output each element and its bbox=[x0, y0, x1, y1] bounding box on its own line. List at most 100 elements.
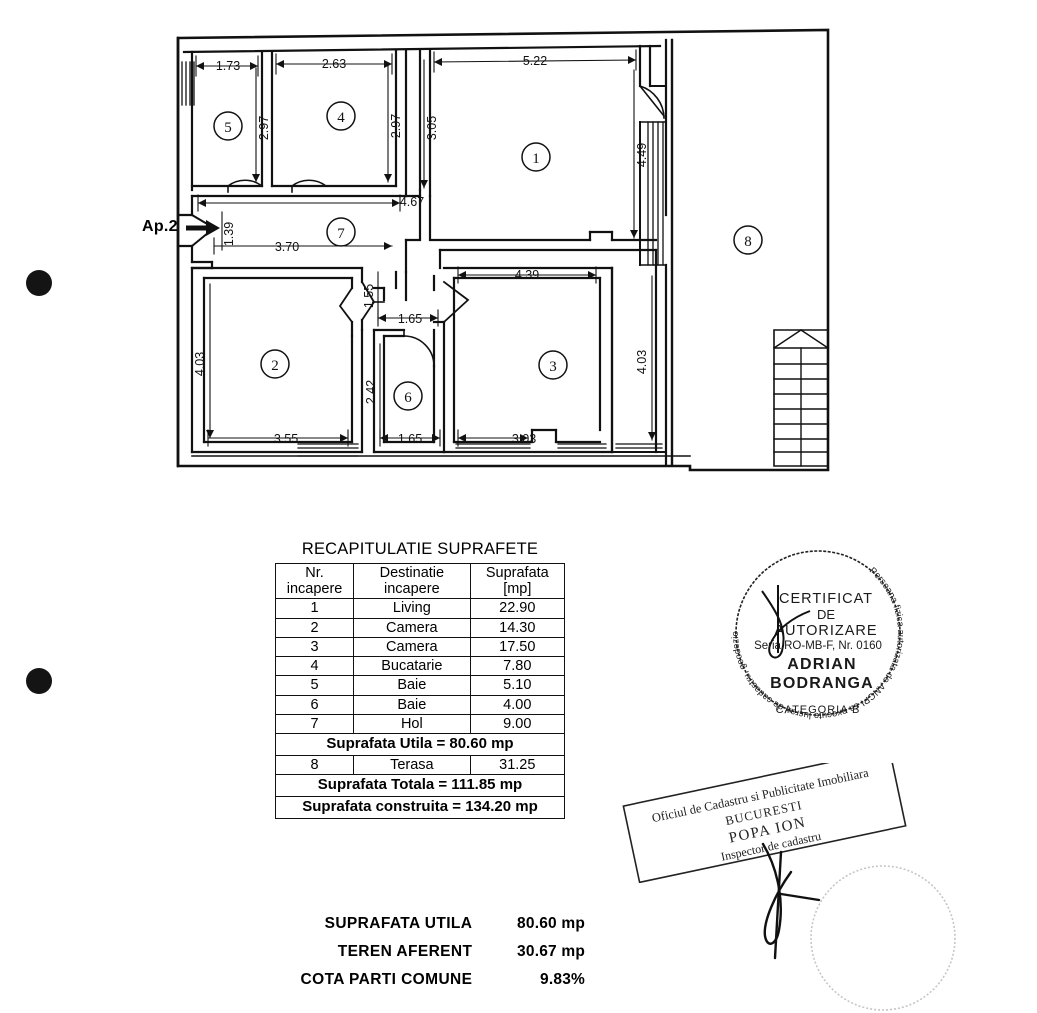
stamp-line-certificat: CERTIFICAT bbox=[779, 591, 873, 607]
room-number-3: 3 bbox=[549, 359, 557, 375]
stamp-line-categoria: CATEGORIA B bbox=[776, 704, 861, 716]
stamp-line-first-name: ADRIAN bbox=[787, 656, 856, 673]
cell-nr: 5 bbox=[274, 675, 355, 696]
room-number-2: 2 bbox=[271, 358, 279, 374]
cell-area: 22.90 bbox=[469, 598, 566, 619]
table-row: 1 Living 22.90 bbox=[274, 598, 566, 619]
room-number-5: 5 bbox=[224, 120, 232, 136]
dim-3-70: 3.70 bbox=[275, 240, 299, 254]
header-dest-line2: incapere bbox=[384, 581, 440, 598]
summary-label: TEREN AFERENT bbox=[337, 943, 473, 960]
stamp-line-autorizare: AUTORIZARE bbox=[774, 623, 877, 639]
hole-punch-top bbox=[26, 270, 52, 296]
summary-value: 9.83% bbox=[540, 971, 585, 988]
ocpi-stamp: Oficiul de Cadastru si Publicitate Imobi… bbox=[622, 763, 907, 883]
cell-nr: 6 bbox=[274, 694, 355, 715]
stamp-line-de: DE bbox=[817, 607, 835, 622]
cell-dest: Hol bbox=[353, 713, 471, 735]
stamp-line-last-name: BODRANGA bbox=[770, 675, 874, 692]
cell-area: 31.25 bbox=[469, 754, 566, 776]
cell-nr: 1 bbox=[274, 598, 355, 619]
summary-row: SUPRAFATA UTILA 80.60 mp bbox=[285, 915, 585, 933]
header-area-line2: [mp] bbox=[503, 581, 532, 598]
total-totala-text: Suprafata Totala = 111.85 mp bbox=[275, 774, 565, 797]
dim-3-55: 3.55 bbox=[274, 432, 298, 446]
dim-2-63: 2.63 bbox=[322, 57, 346, 71]
summary-value: 80.60 mp bbox=[517, 915, 585, 932]
summary-row: COTA PARTI COMUNE 9.83% bbox=[285, 971, 585, 989]
recap-title: RECAPITULATIE SUPRAFETE bbox=[301, 540, 539, 558]
hole-punch-bottom bbox=[26, 668, 52, 694]
dim-4-67: 4.67 bbox=[400, 195, 424, 209]
dim-1-55: 1.55 bbox=[362, 284, 376, 308]
cell-dest: Camera bbox=[353, 636, 471, 658]
cell-dest: Living bbox=[353, 598, 471, 619]
summary-label: COTA PARTI COMUNE bbox=[300, 971, 473, 988]
ocpi-stamp-border bbox=[622, 763, 907, 883]
cell-dest: Terasa bbox=[353, 754, 471, 776]
summary-label: SUPRAFATA UTILA bbox=[324, 915, 473, 932]
header-nr-incapere: Nr. incapere bbox=[274, 562, 355, 600]
subtotal-utila-text: Suprafata Utila = 80.60 mp bbox=[275, 733, 565, 756]
room-number-1: 1 bbox=[532, 151, 540, 167]
header-dest-line1: Destinatie bbox=[379, 565, 445, 581]
room-number-4: 4 bbox=[337, 110, 345, 126]
cell-nr: 3 bbox=[274, 636, 355, 658]
cell-area: 4.00 bbox=[469, 694, 566, 715]
dim-1-39: 1.39 bbox=[222, 222, 236, 246]
dim-4-49: 4.49 bbox=[635, 143, 649, 167]
cell-nr: 2 bbox=[274, 617, 355, 638]
header-area-line1: Suprafata bbox=[485, 565, 549, 581]
room-number-8: 8 bbox=[744, 234, 752, 250]
cell-dest: Camera bbox=[353, 617, 471, 638]
table-row: 2 Camera 14.30 bbox=[274, 617, 566, 638]
authorization-stamp: Persoana fizica autorizata de ANCPI sa e… bbox=[718, 533, 907, 722]
table-row: 4 Bucatarie 7.80 bbox=[274, 656, 566, 677]
subtotal-row-utila: Suprafata Utila = 80.60 mp bbox=[275, 733, 565, 756]
recap-section: RECAPITULATIE SUPRAFETE Nr. incapere Des… bbox=[274, 540, 566, 819]
summary-block: SUPRAFATA UTILA 80.60 mp TEREN AFERENT 3… bbox=[285, 915, 585, 999]
header-nr-line2: incapere bbox=[286, 581, 343, 598]
cell-area: 5.10 bbox=[469, 675, 566, 696]
header-suprafata: Suprafata [mp] bbox=[469, 562, 566, 600]
dim-2-97-room4: 2.97 bbox=[389, 114, 403, 138]
header-nr-line1: Nr. bbox=[305, 565, 324, 581]
stamp-outer-ring bbox=[735, 550, 901, 716]
total-row-totala: Suprafata Totala = 111.85 mp bbox=[275, 774, 565, 797]
dim-4-39: 4.39 bbox=[515, 268, 539, 282]
cell-area: 7.80 bbox=[469, 656, 566, 677]
cell-area: 17.50 bbox=[469, 636, 566, 658]
summary-row: TEREN AFERENT 30.67 mp bbox=[285, 943, 585, 961]
cell-nr: 4 bbox=[274, 656, 355, 677]
inspector-signature bbox=[761, 842, 821, 960]
dim-2-97-room5: 2.97 bbox=[257, 116, 271, 140]
floor-plan-drawing: 1.73 2.63 5.22 4.67 3.70 4.39 3.55 1.65 … bbox=[176, 28, 830, 472]
stamp-signature-mark bbox=[761, 585, 811, 659]
dim-3-03: 3.03 bbox=[512, 432, 536, 446]
dim-1-73: 1.73 bbox=[216, 59, 240, 73]
room-number-7: 7 bbox=[337, 226, 345, 242]
table-row: 5 Baie 5.10 bbox=[274, 675, 566, 696]
cell-nr: 7 bbox=[274, 713, 355, 735]
table-row-terrace: 8 Terasa 31.25 bbox=[274, 754, 566, 776]
total-row-construita: Suprafata construita = 134.20 mp bbox=[275, 795, 565, 819]
table-row: 7 Hol 9.00 bbox=[274, 713, 566, 735]
room-number-6: 6 bbox=[404, 390, 412, 406]
table-header-row: Nr. incapere Destinatie incapere Suprafa… bbox=[274, 562, 566, 600]
dim-1-65-upper: 1.65 bbox=[398, 312, 422, 326]
table-row: 3 Camera 17.50 bbox=[274, 636, 566, 658]
surfaces-table: Nr. incapere Destinatie incapere Suprafa… bbox=[274, 562, 566, 819]
stamp-line-seria: Seria RO-MB-F, Nr. 0160 bbox=[754, 640, 882, 652]
cell-area: 9.00 bbox=[469, 713, 566, 735]
faint-circular-stamp bbox=[810, 865, 956, 1011]
dim-4-03-room2: 4.03 bbox=[193, 352, 207, 376]
summary-value: 30.67 mp bbox=[517, 943, 585, 960]
dim-4-03-room3: 4.03 bbox=[635, 350, 649, 374]
total-construita-text: Suprafata construita = 134.20 mp bbox=[275, 795, 565, 819]
dim-2-42: 2.42 bbox=[364, 380, 378, 404]
cell-dest: Bucatarie bbox=[353, 656, 471, 677]
apartment-pointer-arrow bbox=[186, 220, 220, 236]
apartment-label: Ap.2 bbox=[142, 218, 178, 235]
dim-3-05: 3.05 bbox=[425, 116, 439, 140]
dim-5-22: 5.22 bbox=[523, 54, 547, 68]
